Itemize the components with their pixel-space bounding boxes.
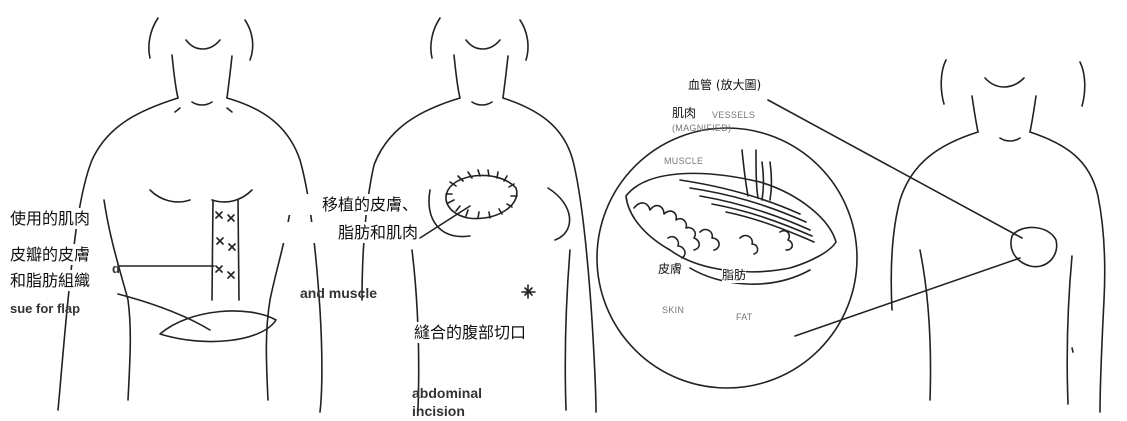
en-fragment-incision: incision	[412, 404, 465, 418]
en-fat: FAT	[736, 312, 753, 322]
panel1-torso-figure	[58, 18, 322, 412]
label-muscle-used: 使用的肌肉	[10, 208, 90, 229]
en-fragment-tissue-for-flap: sue for flap	[10, 302, 80, 316]
panel2-torso-figure	[362, 18, 596, 412]
en-fragment-and-muscle: and muscle	[300, 286, 377, 300]
en-skin: SKIN	[662, 305, 684, 315]
label-grafted-line2: 脂肪和肌肉	[280, 222, 418, 243]
label-flap-skin: 皮瓣的皮膚	[10, 244, 90, 265]
label-sutured-incision: 縫合的腹部切口	[414, 322, 526, 343]
label-skin-zh: 皮膚	[658, 262, 682, 277]
en-fragment-d: d	[112, 262, 120, 276]
en-magnified: (MAGNIFIED)	[672, 123, 731, 133]
label-grafted-line1: 移植的皮膚、	[280, 194, 418, 215]
label-fat-tissue: 和脂肪組織	[10, 270, 90, 291]
label-muscle-zh: 肌肉	[672, 106, 696, 121]
en-vessels: VESSELS	[712, 110, 755, 120]
panel3-magnified-circle	[597, 100, 1022, 388]
panel3-torso-figure	[891, 60, 1104, 412]
label-vessels-magnified: 血管 (放大圖)	[688, 78, 761, 93]
en-muscle: MUSCLE	[664, 156, 703, 166]
en-fragment-abdominal: abdominal	[412, 386, 482, 400]
label-fat-zh: 脂肪	[722, 268, 746, 283]
